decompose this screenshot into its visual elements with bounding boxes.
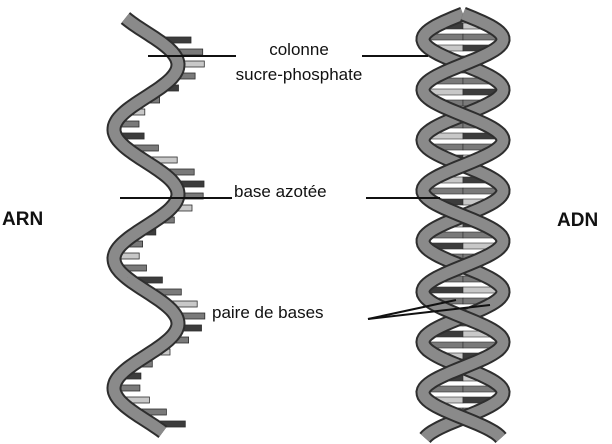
rna-helix	[110, 18, 205, 432]
backbone-label-line1: colonne	[269, 40, 329, 59]
dna-label: ADN	[557, 210, 598, 231]
dna-helix	[423, 14, 503, 438]
rna-label: ARN	[2, 209, 43, 230]
nitrogen-base-label: base azotée	[234, 182, 327, 201]
backbone-label-line2: sucre-phosphate	[236, 65, 363, 84]
rna-backbone-fill	[114, 18, 178, 432]
base-pair-label: paire de bases	[212, 303, 324, 322]
